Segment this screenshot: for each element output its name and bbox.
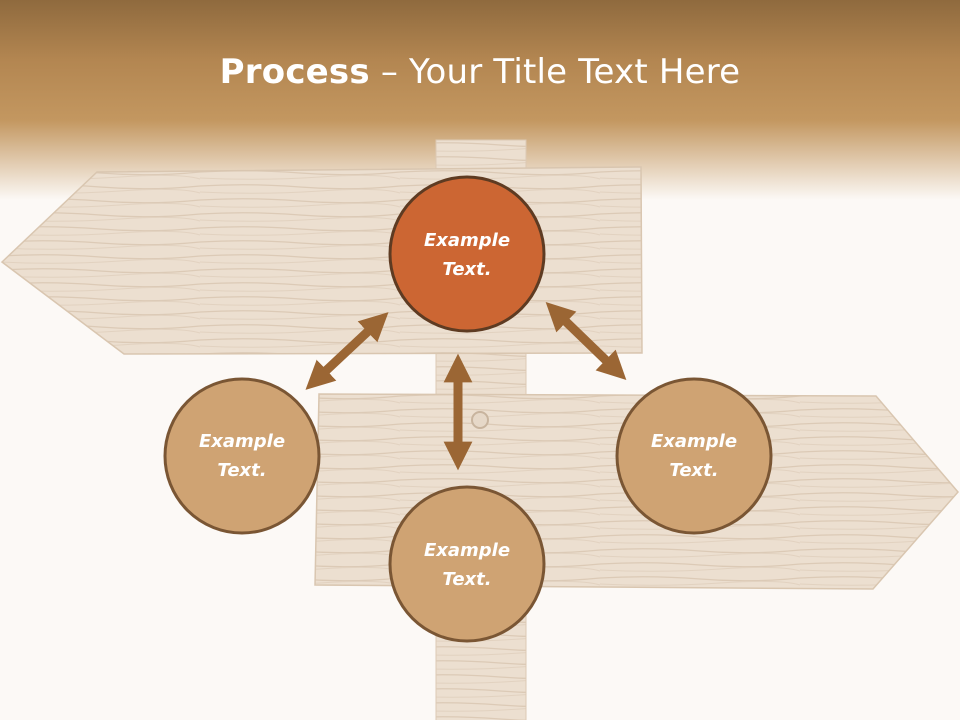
node-right-line2: Text.	[669, 460, 718, 481]
title-bold: Process	[219, 52, 370, 92]
title-dash: –	[369, 52, 410, 92]
node-right-circle	[615, 377, 773, 535]
node-top: Example Text.	[388, 175, 546, 333]
node-left-line2: Text.	[217, 460, 266, 481]
left-arrow-board	[0, 166, 643, 355]
node-bottom-line1: Example	[424, 540, 510, 561]
nail-icon	[471, 411, 489, 429]
title-rest: Your Title Text Here	[409, 52, 741, 92]
node-left-circle	[163, 377, 321, 535]
node-top-circle	[388, 175, 546, 333]
node-top-line1: Example	[424, 230, 510, 251]
node-right: Example Text.	[615, 377, 773, 535]
node-left-line1: Example	[199, 431, 285, 452]
arrow-top-right	[545, 301, 627, 381]
page-title: Process – Your Title Text Here	[0, 52, 960, 92]
node-right-line1: Example	[651, 431, 737, 452]
node-bottom: Example Text.	[388, 485, 546, 643]
arrow-top-left	[305, 312, 389, 390]
node-top-line2: Text.	[442, 259, 491, 280]
node-left: Example Text.	[163, 377, 321, 535]
node-bottom-line2: Text.	[442, 569, 491, 590]
node-bottom-circle	[388, 485, 546, 643]
